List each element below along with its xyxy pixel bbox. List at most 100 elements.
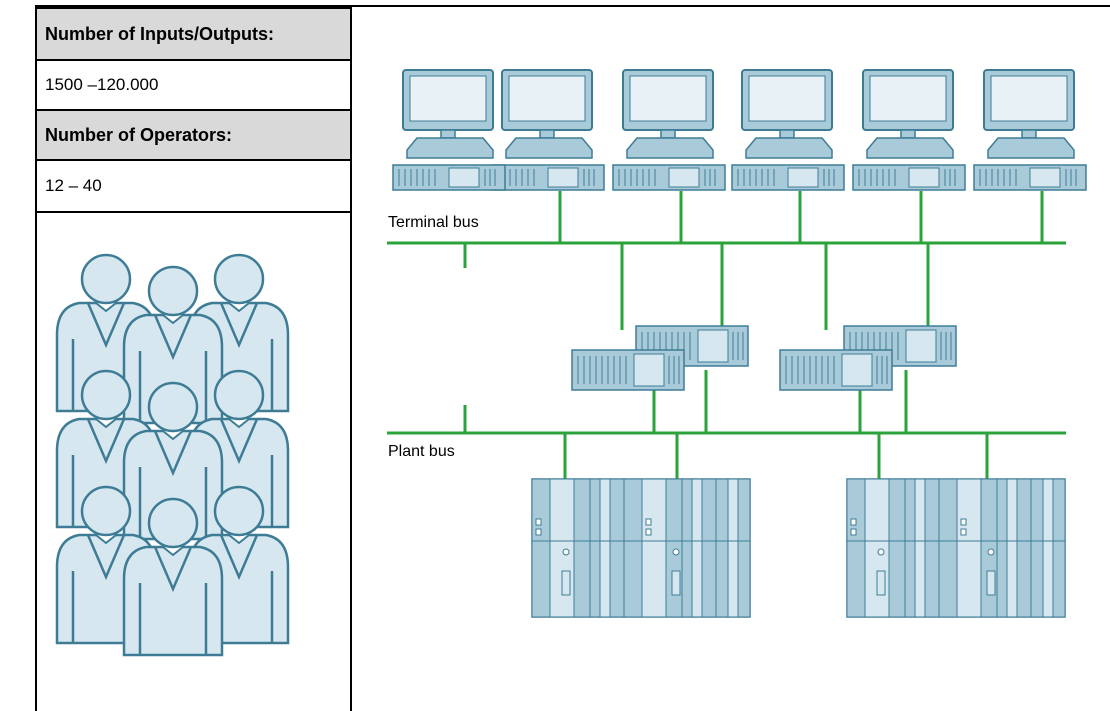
pc-drive-bay [908, 167, 940, 188]
server-chassis [571, 349, 685, 391]
rack-port [877, 548, 885, 556]
operator-figure [122, 381, 224, 541]
terminal-bus-label: Terminal bus [388, 214, 479, 231]
monitor-stand [900, 129, 916, 139]
server-front-panel [841, 353, 873, 387]
keyboard [505, 137, 593, 159]
rack-module [938, 478, 958, 618]
rack-module [737, 478, 751, 618]
rack-module [888, 478, 906, 618]
person-body [122, 545, 224, 657]
operator-station-5 [973, 69, 1087, 191]
automation-rack-1 [531, 478, 751, 618]
server-a-unit-1 [571, 349, 685, 391]
operator-station-3 [731, 69, 845, 191]
rack-led [535, 528, 542, 536]
pc-drive-bay [547, 167, 579, 188]
person-tie-knot [162, 546, 184, 557]
monitor-screen [629, 75, 707, 122]
pc-drive-bay [787, 167, 819, 188]
monitor-stand [779, 129, 795, 139]
rack-connector [561, 570, 571, 596]
person-collar [153, 314, 193, 361]
engineering-station [392, 69, 506, 191]
person-tie-knot [228, 302, 250, 313]
operators-value: 12 – 40 [37, 159, 350, 211]
operator-row-2 [55, 369, 290, 541]
person-head [147, 381, 199, 433]
rack-led [960, 518, 967, 526]
person-collar [153, 430, 193, 477]
rack-module [1016, 478, 1032, 618]
server-front-panel [697, 329, 729, 363]
monitor-screen [409, 75, 487, 122]
person-tie-knot [162, 430, 184, 441]
monitor-stand [660, 129, 676, 139]
rack-module [996, 478, 1008, 618]
monitor-stand [440, 129, 456, 139]
keyboard [626, 137, 714, 159]
rack-module [1042, 478, 1054, 618]
operator-row-1 [55, 253, 290, 425]
person-head [147, 497, 199, 549]
operators-heading: Number of Operators: [37, 109, 350, 159]
rack-connector [671, 570, 681, 596]
rack-module [1006, 478, 1018, 618]
person-head [147, 265, 199, 317]
server-chassis [779, 349, 893, 391]
rack-module [573, 478, 591, 618]
person-head [80, 369, 132, 421]
person-collar [153, 546, 193, 593]
rack-module [914, 478, 926, 618]
person-tie-knot [228, 534, 250, 545]
rack-module [681, 478, 693, 618]
rack-module [904, 478, 916, 618]
io-value: 1500 –120.000 [37, 59, 350, 109]
keyboard [406, 137, 494, 159]
monitor-screen [990, 75, 1068, 122]
automation-rack-2 [846, 478, 1066, 618]
person-tie-knot [228, 418, 250, 429]
rack-module [641, 478, 667, 618]
pc-drive-bay [668, 167, 700, 188]
person-body [122, 429, 224, 541]
rack-connector [876, 570, 886, 596]
rack-module [924, 478, 940, 618]
monitor-screen [508, 75, 586, 122]
rack-led [960, 528, 967, 536]
person-collar [219, 534, 259, 581]
keyboard [745, 137, 833, 159]
pc-drive-bay [448, 167, 480, 188]
monitor-stand [539, 129, 555, 139]
person-tie-knot [95, 302, 117, 313]
person-tie-knot [95, 418, 117, 429]
operator-station-4 [852, 69, 966, 191]
keyboard [987, 137, 1075, 159]
rack-module [980, 478, 998, 618]
rack-port [987, 548, 995, 556]
info-table: Number of Inputs/Outputs: 1500 –120.000 … [35, 7, 352, 711]
operator-figure [122, 265, 224, 425]
person-collar [86, 302, 126, 349]
rack-port [562, 548, 570, 556]
server-b-unit-1 [779, 349, 893, 391]
person-collar [219, 302, 259, 349]
operator-row-3 [55, 485, 290, 657]
server-front-panel [633, 353, 665, 387]
person-head [80, 253, 132, 305]
top-rule [35, 5, 1110, 7]
rack-module [701, 478, 717, 618]
monitor-screen [869, 75, 947, 122]
rack-module [531, 478, 551, 618]
rack-module [864, 478, 890, 618]
rack-led [850, 518, 857, 526]
rack-module [727, 478, 739, 618]
rack-connector [986, 570, 996, 596]
person-head [213, 369, 265, 421]
person-head [213, 253, 265, 305]
rack-led [645, 518, 652, 526]
rack-port [672, 548, 680, 556]
operators-illustration-cell [37, 211, 350, 711]
operator-station-1 [491, 69, 605, 191]
person-head [80, 485, 132, 537]
